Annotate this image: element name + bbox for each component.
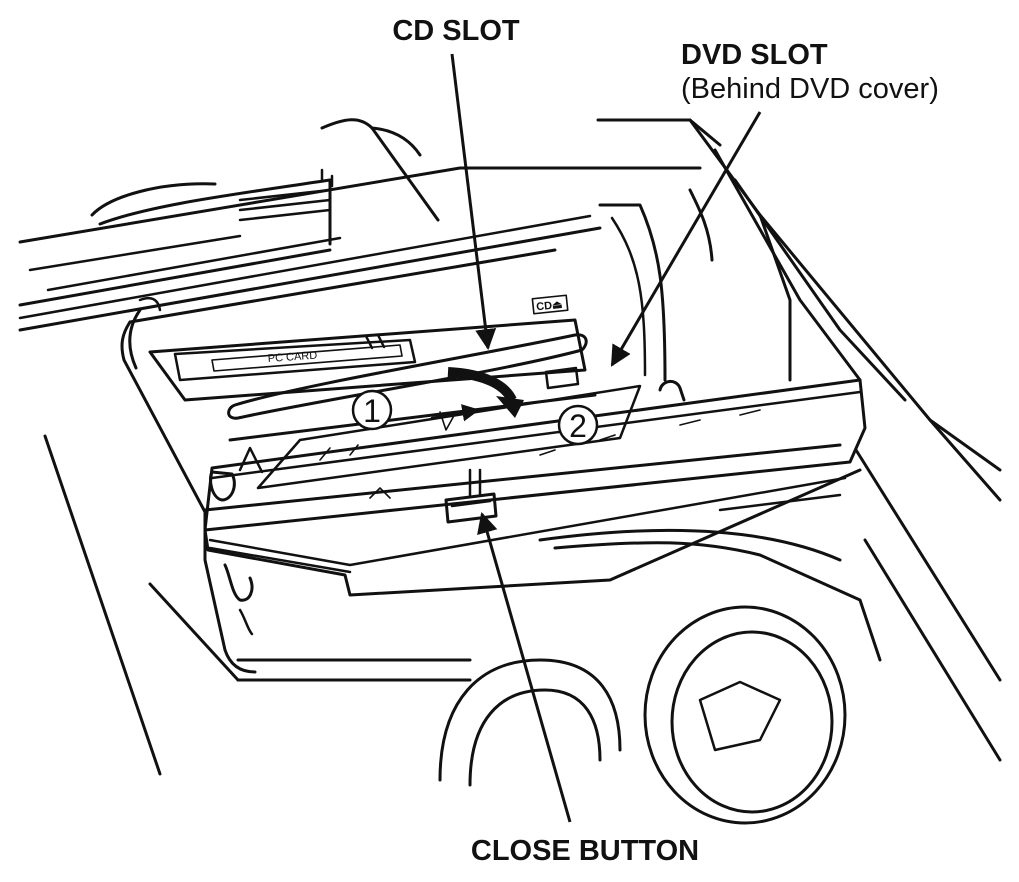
leader-lines [450, 53, 762, 823]
vent-left [438, 658, 622, 787]
dashboard-outline [18, 118, 1002, 776]
dvd-slot-callout: DVD SLOT [681, 39, 828, 71]
close-button-callout: CLOSE BUTTON [471, 835, 699, 867]
step-1-marker: 1 [351, 389, 393, 431]
close-button [444, 492, 498, 524]
pc-card-label: PC CARD [267, 350, 317, 365]
vent-right [538, 528, 882, 825]
cd-slot-callout: CD SLOT [392, 15, 520, 47]
cd-eject-label: CD⏏ [536, 299, 564, 314]
close-button-leader [477, 511, 572, 823]
step-2-marker: 2 [557, 404, 599, 446]
dvd-slot-leader [610, 111, 762, 367]
step-1-label: 1 [363, 393, 381, 429]
dvd-slot-note: (Behind DVD cover) [681, 73, 939, 105]
cd-slot-leader [450, 53, 497, 351]
motion-arrow [430, 367, 524, 422]
cd-slot [227, 333, 588, 420]
dvd-cover [203, 378, 867, 636]
pc-card-slot [173, 338, 417, 382]
step-2-label: 2 [569, 408, 587, 444]
